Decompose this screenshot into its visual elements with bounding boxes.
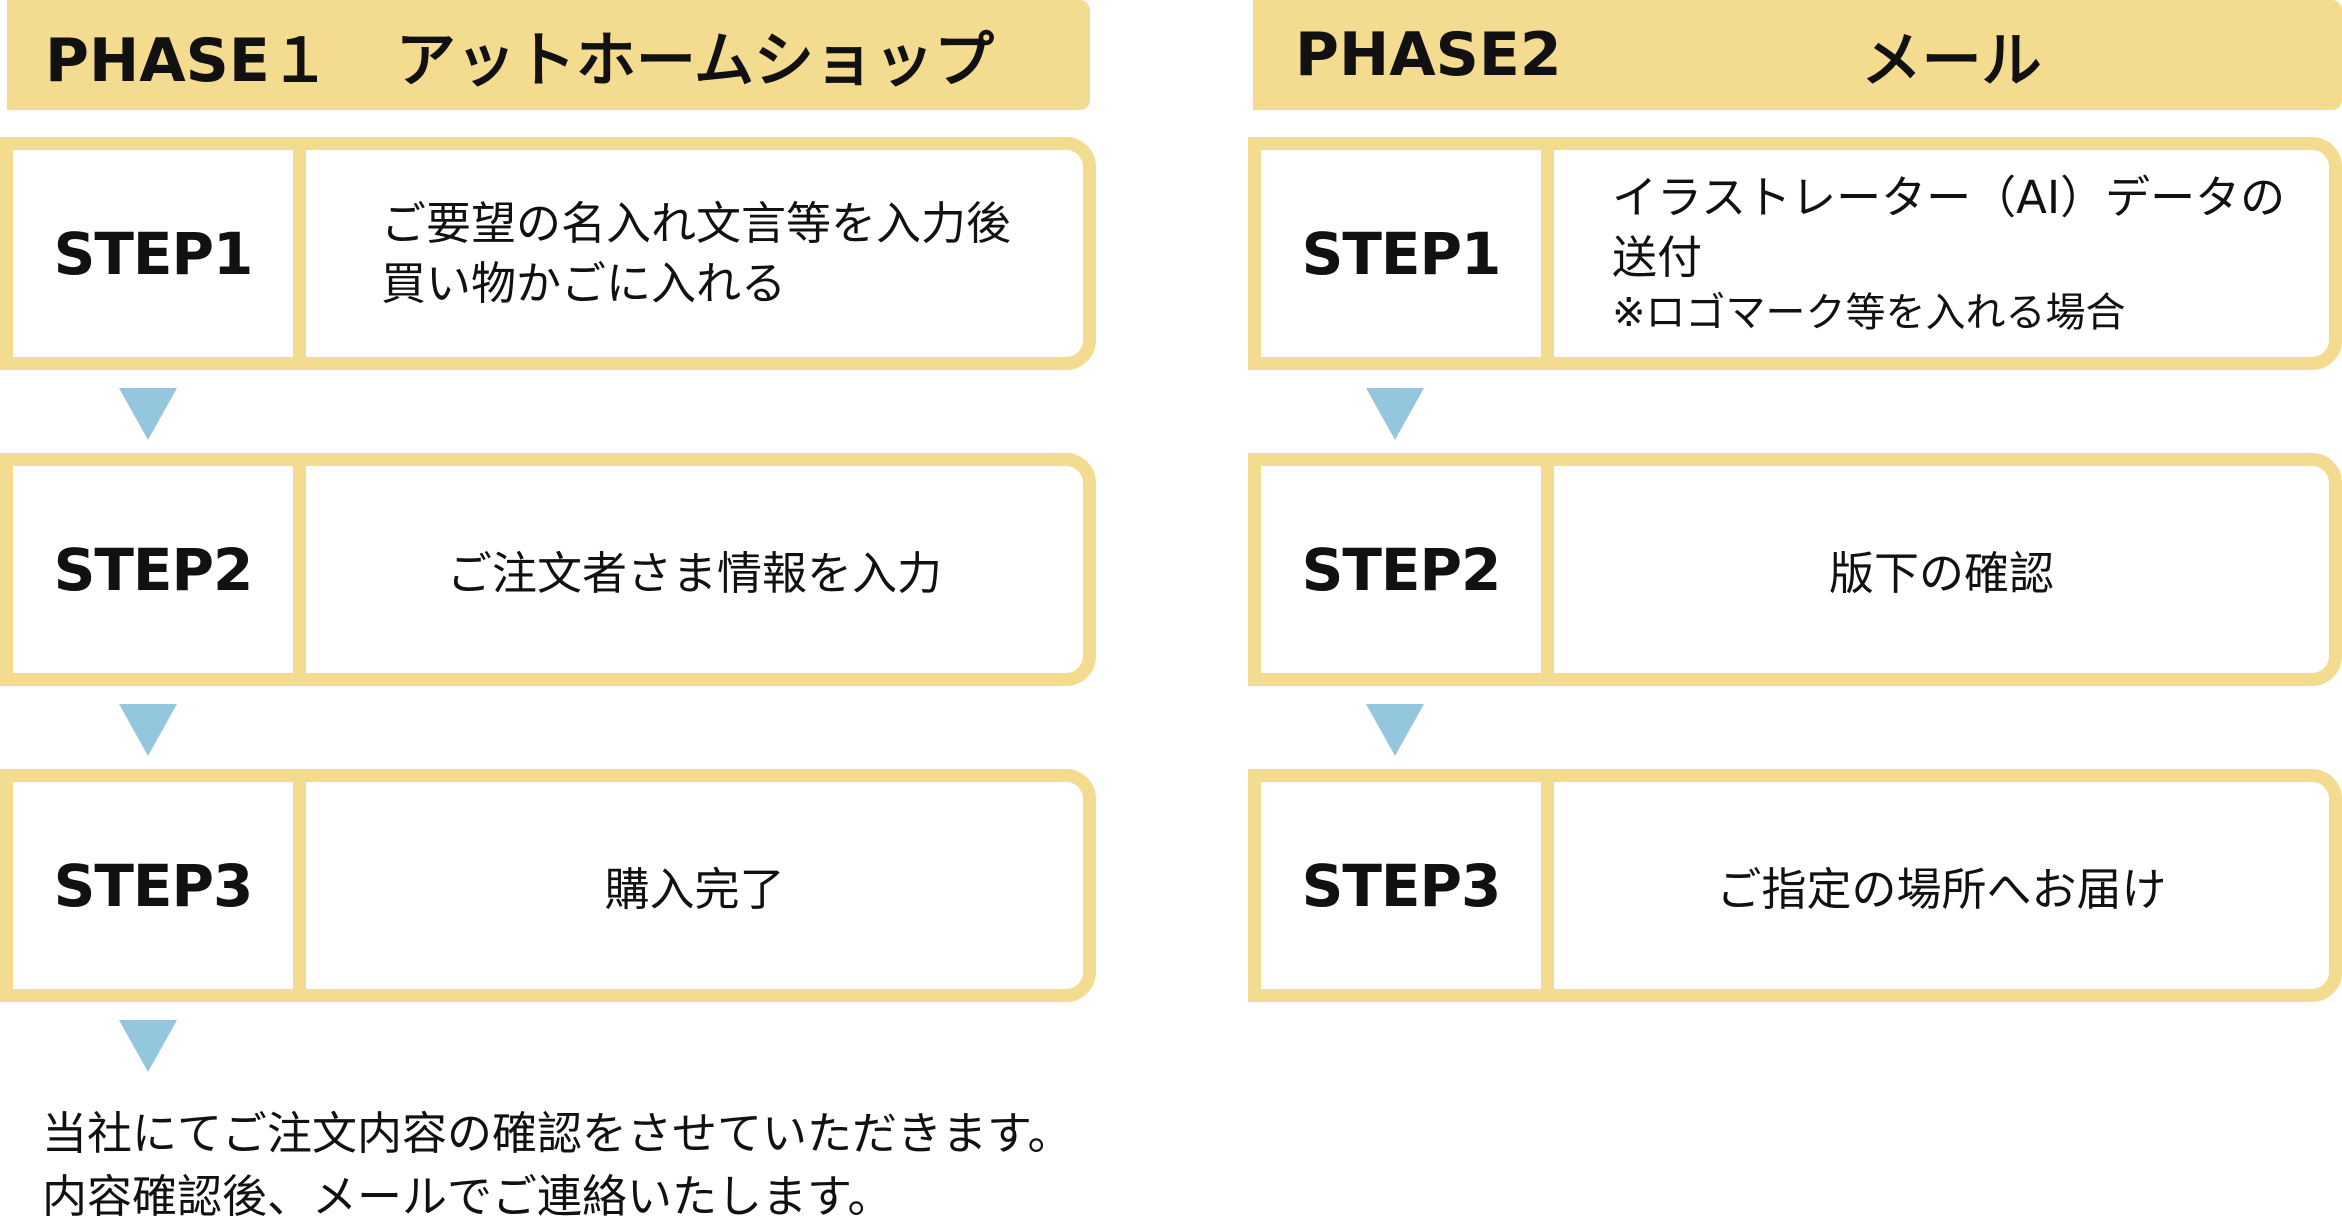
phase2-step1-line2: 送付 xyxy=(1612,230,1703,284)
phase1-arrow-down-icon-3 xyxy=(119,1020,177,1072)
phase1-step1-content: ご要望の名入れ文言等を入力後 買い物かごに入れる xyxy=(306,150,1083,357)
phase2-step1-content: イラストレーター（AI）データの 送付 ※ロゴマーク等を入れる場合 xyxy=(1554,150,2329,357)
phase2-step3-label: STEP3 xyxy=(1261,782,1554,989)
phase1-step2-content: ご注文者さま情報を入力 xyxy=(306,466,1083,673)
phase1-label: PHASE１ xyxy=(45,25,330,96)
phase1-title: アットホームショップ xyxy=(395,25,995,96)
phase2-step1-box: STEP1 イラストレーター（AI）データの 送付 ※ロゴマーク等を入れる場合 xyxy=(1248,137,2342,370)
phase1-step1-label: STEP1 xyxy=(13,150,306,357)
phase1-step1-line2: 買い物かごに入れる xyxy=(381,256,787,310)
phase1-step1-box: STEP1 ご要望の名入れ文言等を入力後 買い物かごに入れる xyxy=(0,137,1096,370)
phase1-step3-content: 購入完了 xyxy=(306,782,1083,989)
phase2-label: PHASE2 xyxy=(1295,20,1562,90)
phase2-step3-content: ご指定の場所へお届け xyxy=(1554,782,2329,989)
phase2-step1-note: ※ロゴマーク等を入れる場合 xyxy=(1612,290,2126,337)
phase2-header: PHASE2 メール xyxy=(1253,0,2342,110)
footer-line1: 当社にてご注文内容の確認をさせていただきます。 xyxy=(42,1107,1073,1160)
phase1-header: PHASE１ アットホームショップ xyxy=(7,0,1090,110)
phase1-arrow-down-icon-1 xyxy=(119,388,177,440)
phase1-step3-line1: 購入完了 xyxy=(604,863,785,916)
phase2-step1-line1: イラストレーター（AI）データの xyxy=(1612,170,2286,224)
phase1-step2-box: STEP2 ご注文者さま情報を入力 xyxy=(0,453,1096,686)
phase2-arrow-down-icon-1 xyxy=(1366,388,1424,440)
phase2-title: メール xyxy=(1861,25,2042,96)
phase2-step2-box: STEP2 版下の確認 xyxy=(1248,453,2342,686)
phase1-footer-note: 当社にてご注文内容の確認をさせていただきます。 内容確認後、メールでご連絡いたし… xyxy=(42,1102,1073,1228)
phase1-step1-line1: ご要望の名入れ文言等を入力後 xyxy=(381,196,1012,250)
phase2-step1-label: STEP1 xyxy=(1261,150,1554,357)
phase2-arrow-down-icon-2 xyxy=(1366,704,1424,756)
phase2-step2-line1: 版下の確認 xyxy=(1828,547,2054,600)
footer-line2: 内容確認後、メールでご連絡いたします。 xyxy=(42,1170,893,1223)
phase1-arrow-down-icon-2 xyxy=(119,704,177,756)
phase2-step3-line1: ご指定の場所へお届け xyxy=(1716,863,2167,916)
phase1-step3-label: STEP3 xyxy=(13,782,306,989)
phase1-step2-line1: ご注文者さま情報を入力 xyxy=(446,547,942,600)
phase2-step2-content: 版下の確認 xyxy=(1554,466,2329,673)
phase2-step3-box: STEP3 ご指定の場所へお届け xyxy=(1248,769,2342,1002)
phase2-step2-label: STEP2 xyxy=(1261,466,1554,673)
phase1-step3-box: STEP3 購入完了 xyxy=(0,769,1096,1002)
phase1-step2-label: STEP2 xyxy=(13,466,306,673)
